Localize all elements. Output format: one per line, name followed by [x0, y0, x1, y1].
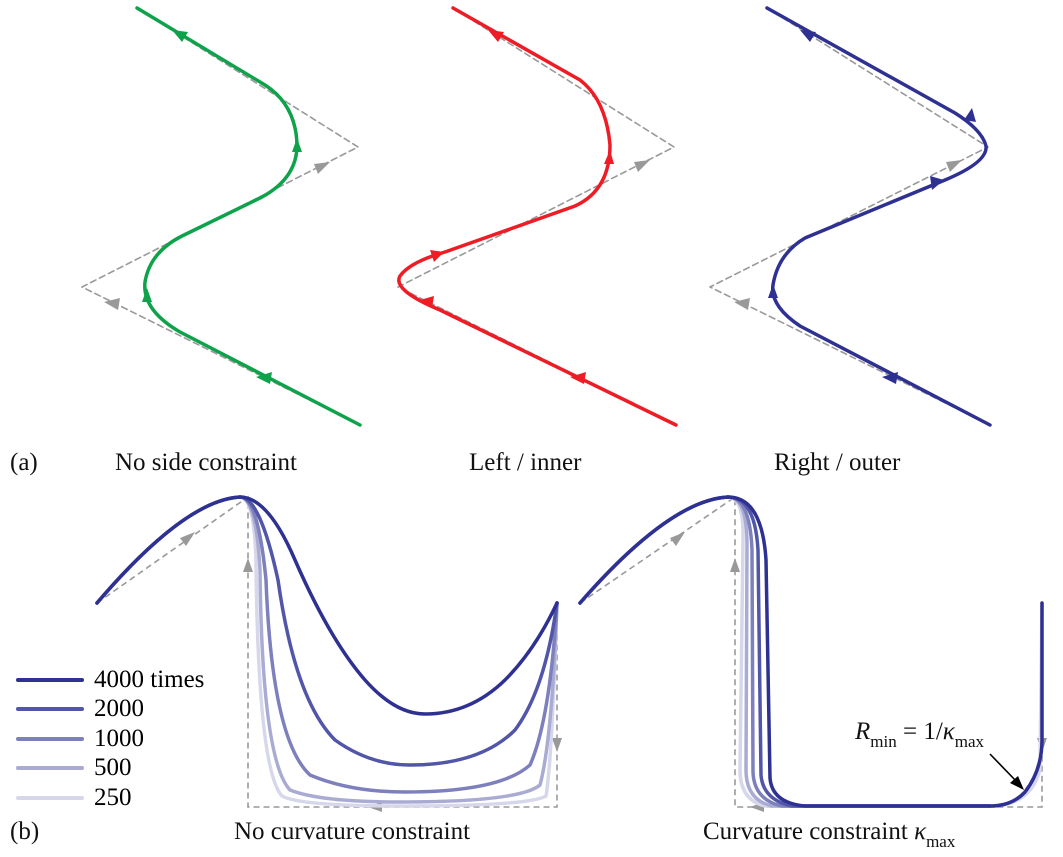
rmin-arrow [989, 753, 1024, 790]
legend-swatch [16, 707, 84, 712]
kappa-subscript: max [926, 832, 956, 851]
curve-k-4000 [578, 495, 1044, 808]
kappa-symbol: κ [914, 818, 927, 845]
curve-4000 [95, 495, 559, 716]
equals-text: = 1/ [896, 718, 943, 745]
legend-label: 2000 [94, 695, 144, 723]
caption-no-side-constraint: No side constraint [115, 449, 297, 476]
legend-item: 1000 [16, 724, 204, 754]
guide-arrows-b [180, 532, 1047, 812]
r-subscript: min [870, 732, 897, 751]
guide-path-left [397, 7, 677, 426]
caption-text: Curvature constraint [703, 818, 915, 845]
legend-item: 500 [16, 754, 204, 784]
path-right-outer [765, 6, 992, 427]
kappa-subscript: max [954, 732, 985, 751]
r-symbol: R [855, 718, 871, 745]
legend-label: 500 [94, 754, 132, 782]
guide-path-right [709, 7, 991, 426]
legend: 4000 times 2000 1000 500 250 [16, 665, 204, 813]
legend-item: 250 [16, 783, 204, 813]
legend-swatch [16, 795, 84, 800]
legend-label: 1000 [94, 724, 144, 752]
path-left-inner [397, 6, 678, 427]
legend-swatch [16, 736, 84, 741]
legend-swatch [16, 766, 84, 771]
legend-swatch [16, 677, 84, 682]
legend-item: 4000 times [16, 665, 204, 695]
legend-label: 250 [94, 783, 132, 811]
guide-path-b [96, 495, 1043, 808]
path-no-side-constraint [135, 6, 362, 427]
panel-a-label: (a) [10, 449, 38, 476]
legend-item: 2000 [16, 695, 204, 725]
caption-curvature-constraint: Curvature constraint κmax [703, 818, 955, 852]
caption-no-curvature-constraint: No curvature constraint [234, 818, 471, 845]
rmin-annotation: Rmin = 1/κmax [855, 718, 984, 752]
curve-k-250 [578, 495, 1044, 808]
caption-right-outer: Right / outer [774, 449, 901, 476]
panel-b-label: (b) [10, 818, 40, 845]
legend-label: 4000 times [94, 665, 205, 693]
direction-arrows [104, 30, 976, 384]
caption-left-inner: Left / inner [469, 449, 582, 476]
kappa-symbol: κ [942, 718, 955, 745]
